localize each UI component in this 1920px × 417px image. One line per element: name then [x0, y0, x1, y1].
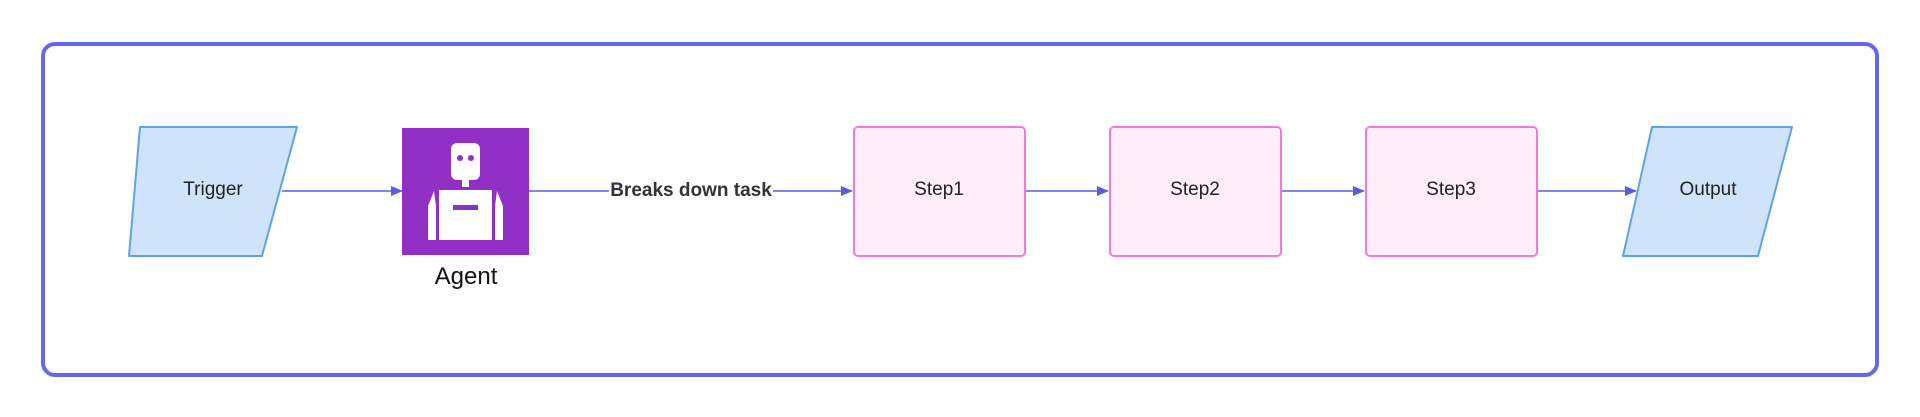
output-parallelogram — [1622, 126, 1793, 257]
robot-eye-right — [468, 155, 474, 161]
node-trigger[interactable]: Trigger — [128, 126, 298, 257]
step2-label: Step2 — [1170, 179, 1220, 200]
step2-box — [1109, 126, 1282, 257]
robot-head — [451, 143, 480, 180]
robot-torso — [439, 190, 492, 240]
robot-icon — [428, 143, 503, 240]
node-step3[interactable]: Step3 — [1365, 126, 1538, 257]
step3-box — [1365, 126, 1538, 257]
node-step1[interactable]: Step1 — [853, 126, 1026, 257]
step3-label: Step3 — [1426, 179, 1476, 200]
robot-arm-right — [495, 191, 503, 240]
node-agent[interactable]: Agent — [402, 128, 529, 290]
trigger-label: Trigger — [183, 179, 243, 200]
node-step2[interactable]: Step2 — [1109, 126, 1282, 257]
agent-label: Agent — [435, 263, 498, 290]
node-output[interactable]: Output — [1622, 126, 1793, 257]
edge-label-background — [609, 177, 773, 203]
robot-arm-left — [428, 191, 436, 240]
step1-label: Step1 — [914, 179, 964, 200]
edge-label-breaks-down-task: Breaks down task — [610, 180, 772, 201]
robot-eye-left — [457, 155, 463, 161]
robot-belt — [453, 205, 478, 210]
robot-neck — [462, 180, 469, 187]
trigger-parallelogram — [128, 126, 298, 257]
step1-box — [853, 126, 1026, 257]
output-label: Output — [1679, 179, 1737, 200]
